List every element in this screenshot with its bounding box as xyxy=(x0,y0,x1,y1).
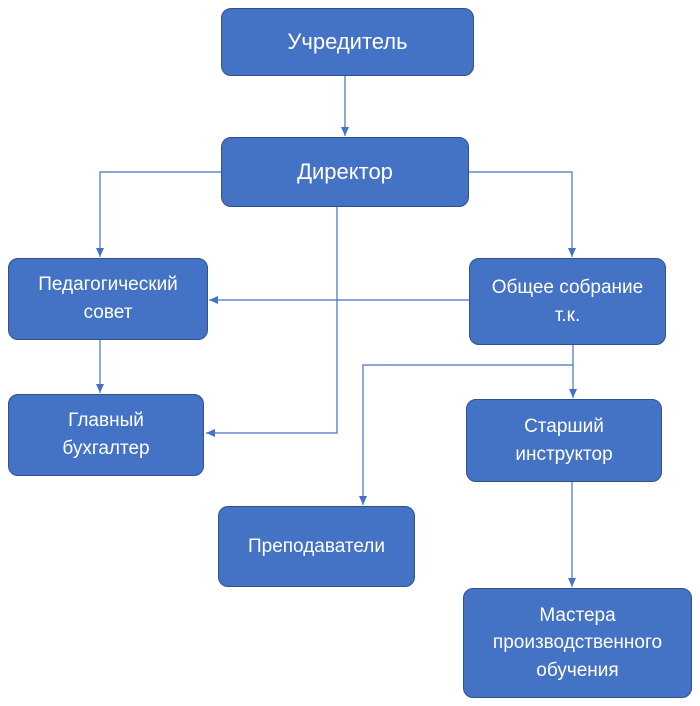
node-ped-council-label: Педагогический совет xyxy=(38,274,178,323)
node-chief-accountant-label: Главный бухгалтер xyxy=(62,410,150,459)
node-teachers-label: Преподаватели xyxy=(247,535,386,557)
node-founder: Учредитель xyxy=(221,8,474,76)
edge-general-meeting-teachers xyxy=(359,364,573,505)
node-masters-label: Мастера производственного обучения xyxy=(492,604,663,681)
node-general-meeting: Общее собрание т.к. xyxy=(469,258,666,345)
edge-director-ped-council xyxy=(96,171,222,257)
node-masters: Мастера производственного обучения xyxy=(463,588,692,698)
node-general-meeting-label: Общее собрание т.к. xyxy=(491,276,644,326)
node-ped-council: Педагогический совет xyxy=(8,258,208,340)
node-chief-accountant: Главный бухгалтер xyxy=(8,394,204,476)
node-director: Директор xyxy=(221,137,469,207)
edge-director-chief-accountant xyxy=(206,207,338,437)
node-senior-instructor: Старший инструктор xyxy=(466,399,662,482)
node-senior-instructor-label: Старший инструктор xyxy=(515,415,613,465)
node-teachers: Преподаватели xyxy=(218,506,415,587)
node-director-label: Директор xyxy=(297,159,393,185)
node-founder-label: Учредитель xyxy=(287,29,408,55)
edge-director-general-meeting xyxy=(468,171,576,257)
